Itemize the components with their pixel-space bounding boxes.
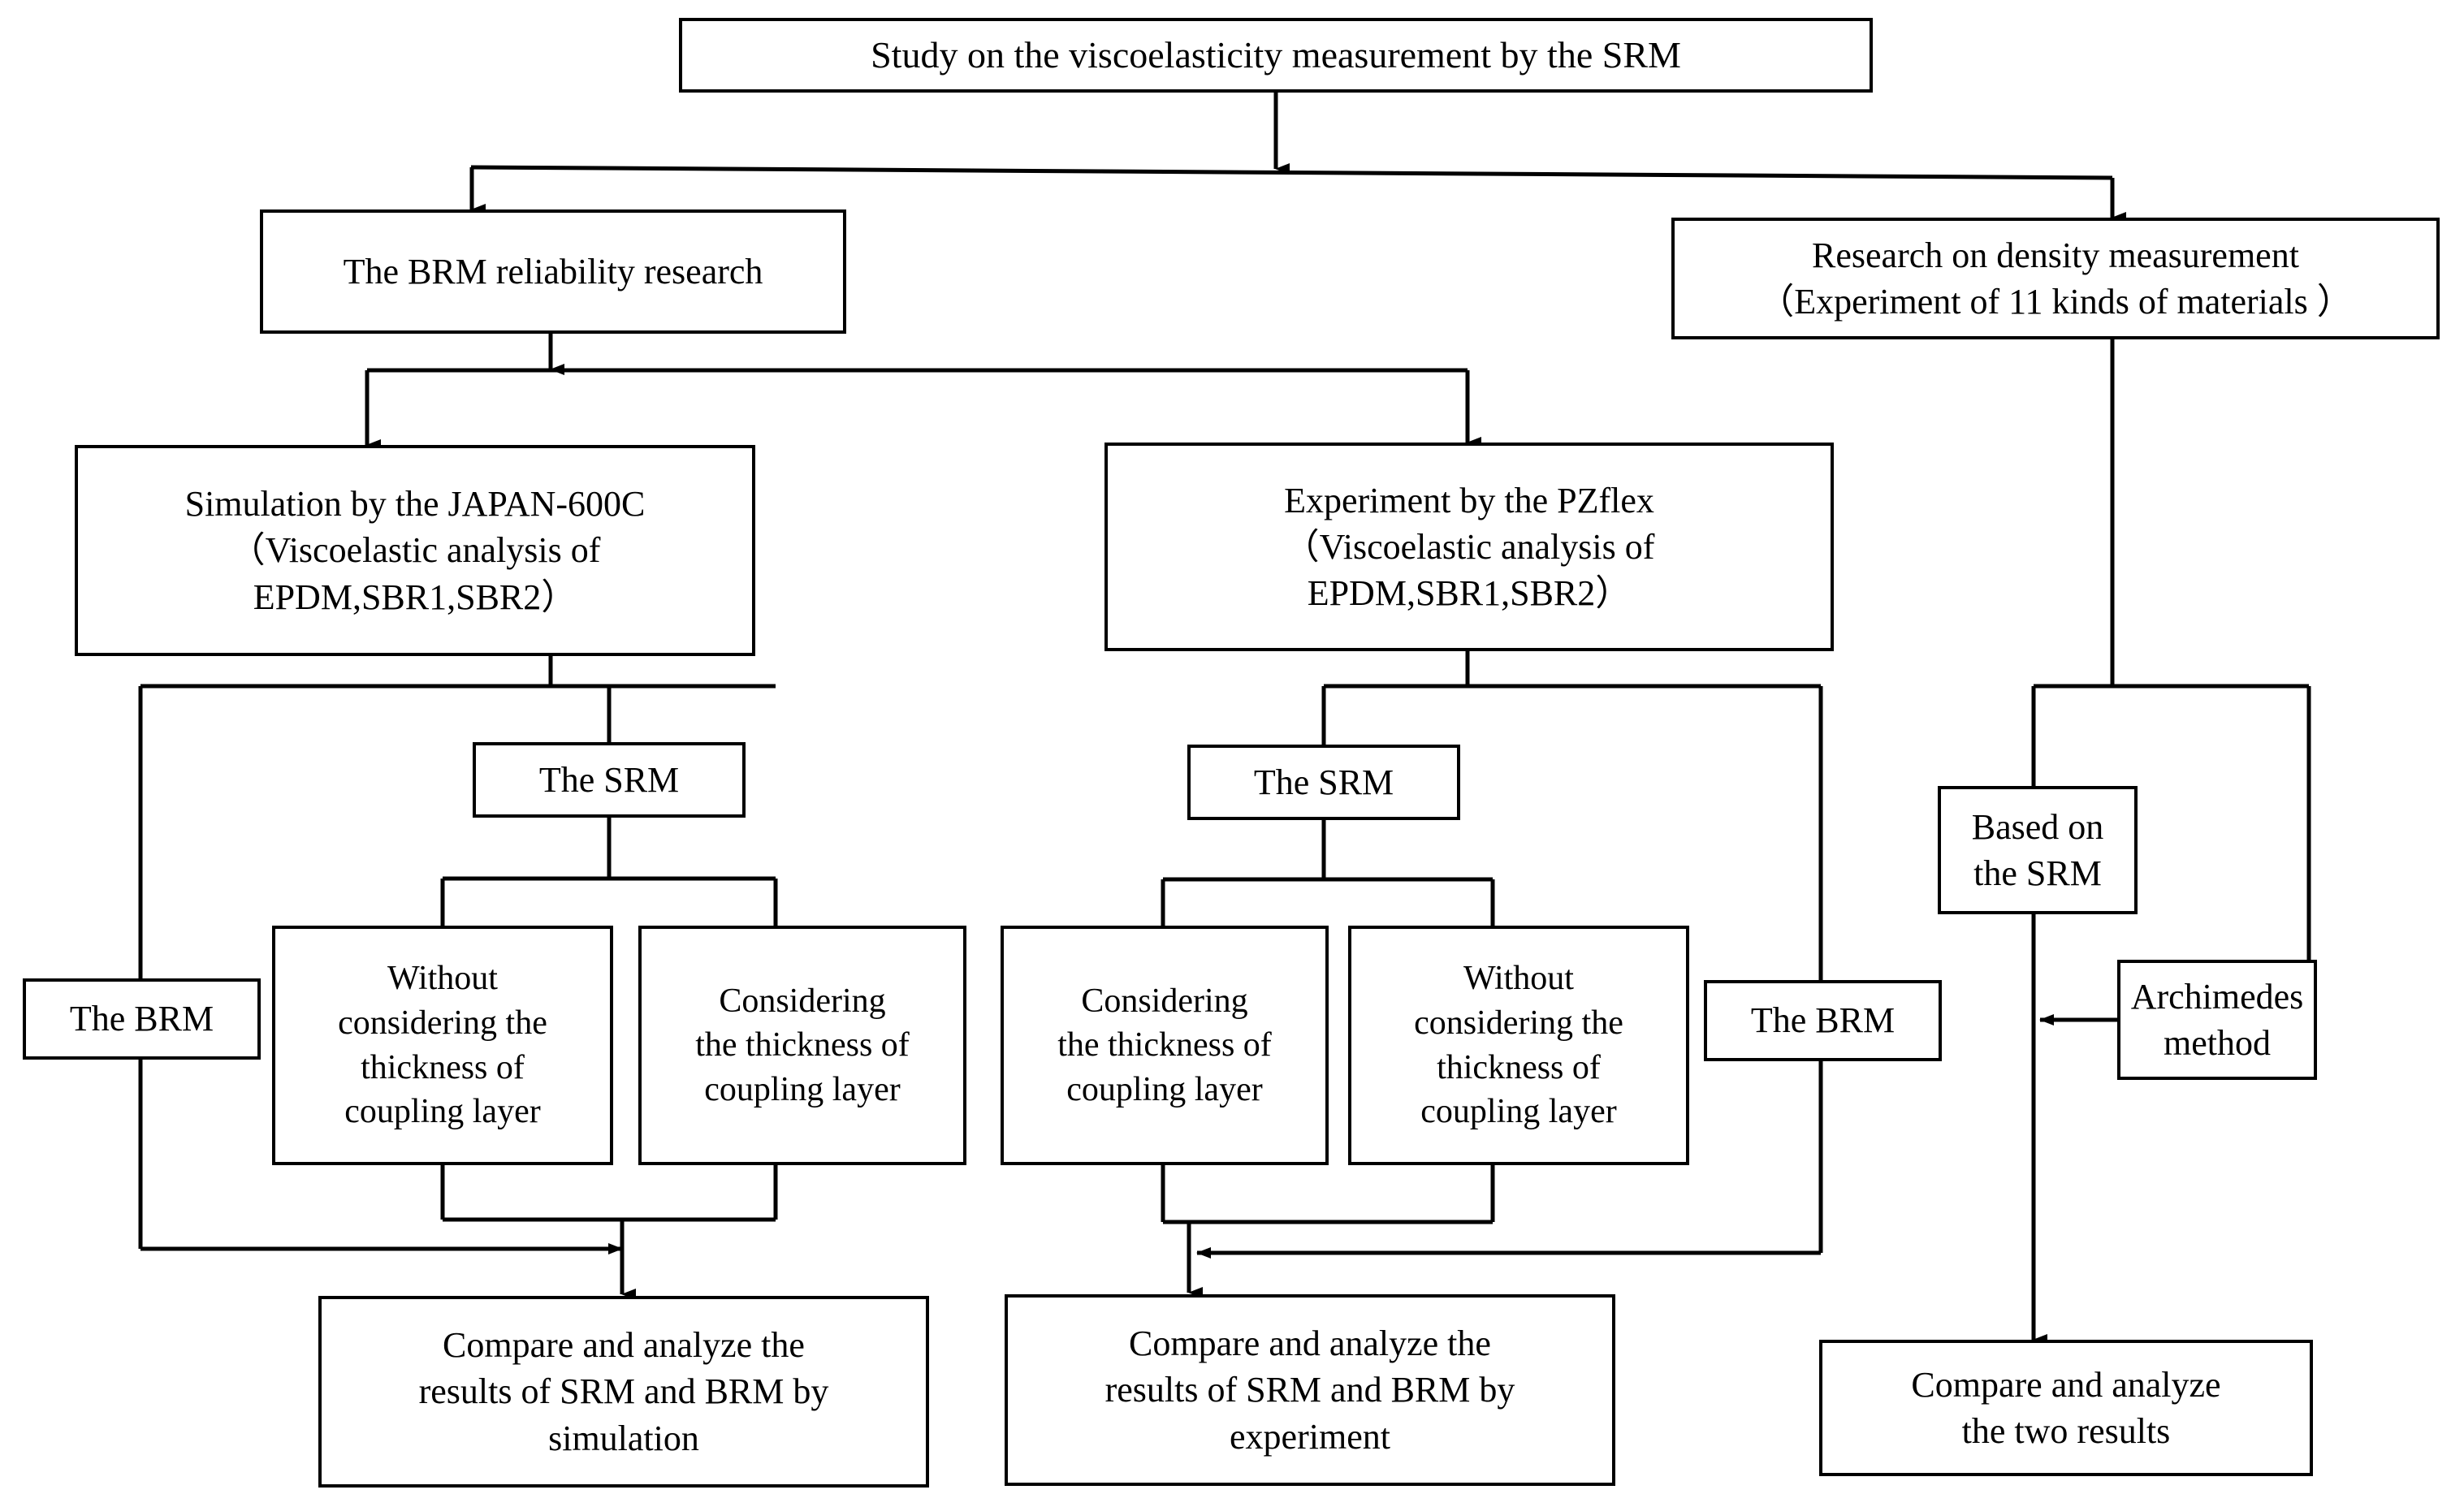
node-without-thickness-right[interactable]: Without considering the thickness of cou… — [1348, 926, 1689, 1165]
node-brm-reliability-research[interactable]: The BRM reliability research — [260, 209, 846, 334]
node-title[interactable]: Study on the viscoelasticity measurement… — [679, 18, 1873, 93]
node-srm-right[interactable]: The SRM — [1187, 745, 1460, 820]
node-based-on-srm[interactable]: Based on the SRM — [1938, 786, 2138, 914]
node-compare-simulation[interactable]: Compare and analyze the results of SRM a… — [318, 1296, 929, 1488]
node-compare-experiment[interactable]: Compare and analyze the results of SRM a… — [1005, 1294, 1615, 1486]
node-experiment-pzflex[interactable]: Experiment by the PZflex （Viscoelastic a… — [1104, 443, 1834, 651]
node-archimedes-method[interactable]: Archimedes method — [2117, 960, 2317, 1080]
node-considering-thickness-left[interactable]: Considering the thickness of coupling la… — [638, 926, 966, 1165]
node-without-thickness-left[interactable]: Without considering the thickness of cou… — [272, 926, 613, 1165]
node-brm-right[interactable]: The BRM — [1704, 980, 1942, 1061]
node-srm-left[interactable]: The SRM — [473, 742, 746, 818]
node-simulation-japan600c[interactable]: Simulation by the JAPAN-600C （Viscoelast… — [75, 445, 755, 656]
node-density-research[interactable]: Research on density measurement （Experim… — [1671, 218, 2440, 339]
node-considering-thickness-right[interactable]: Considering the thickness of coupling la… — [1001, 926, 1329, 1165]
node-brm-left[interactable]: The BRM — [23, 978, 261, 1060]
node-compare-two-results[interactable]: Compare and analyze the two results — [1819, 1340, 2313, 1476]
